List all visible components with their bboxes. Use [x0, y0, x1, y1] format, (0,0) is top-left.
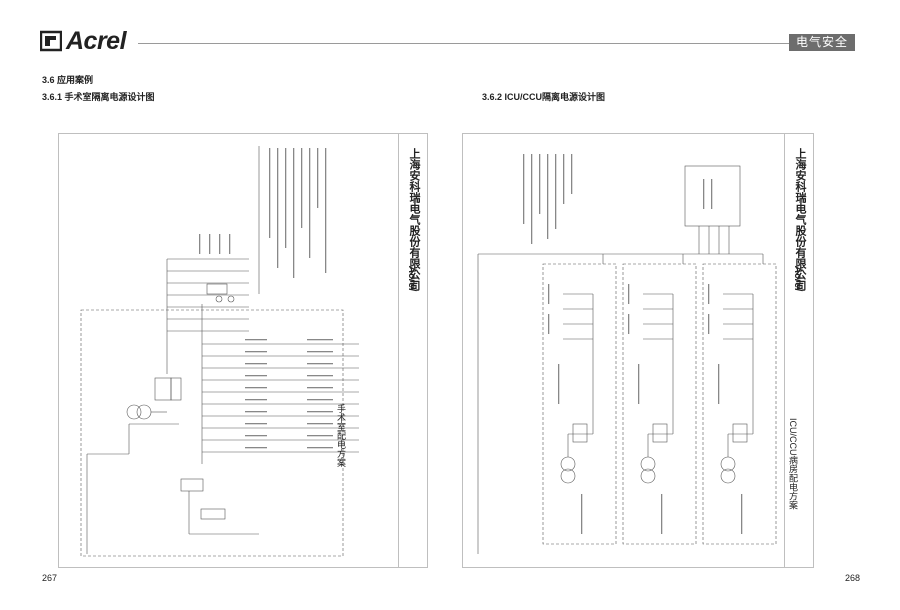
right-plan-title: ICU/CCU病房配电方案	[788, 418, 798, 510]
left-company-name: 上海安科瑞电气股份有限公司	[408, 148, 420, 291]
right-page-number: 268	[845, 573, 861, 583]
right-company-name: 上海安科瑞电气股份有限公司	[794, 148, 806, 291]
left-sub-heading: 3.6.1 手术室隔离电源设计图	[42, 92, 155, 102]
left-page-number: 267	[42, 573, 58, 583]
right-drawing-sheet: Acrel 上海安科瑞电气股份有限公司 ICU/CCU病房配电方案	[462, 133, 814, 568]
right-sheet-logo: Acrel	[792, 266, 803, 292]
header-rule	[138, 43, 800, 44]
logo-text: Acrel	[66, 27, 127, 55]
section-tag: 电气安全	[789, 34, 855, 51]
left-sheet-logo: Acrel	[406, 266, 417, 292]
acrel-logo-icon	[40, 30, 62, 52]
acrel-logo: Acrel	[40, 27, 127, 55]
right-schematic-diagram	[477, 154, 777, 554]
right-sub-heading: 3.6.2 ICU/CCU隔离电源设计图	[482, 92, 606, 102]
left-schematic-diagram	[80, 146, 359, 557]
left-plan-title: 手术室配电方案	[336, 404, 346, 467]
section-heading: 3.6 应用案例	[42, 75, 94, 85]
right-title-block: Acrel 上海安科瑞电气股份有限公司	[784, 134, 813, 567]
left-title-block: Acrel 上海安科瑞电气股份有限公司	[398, 134, 427, 567]
left-drawing-sheet: Acrel 上海安科瑞电气股份有限公司 手术室配电方案	[58, 133, 428, 568]
